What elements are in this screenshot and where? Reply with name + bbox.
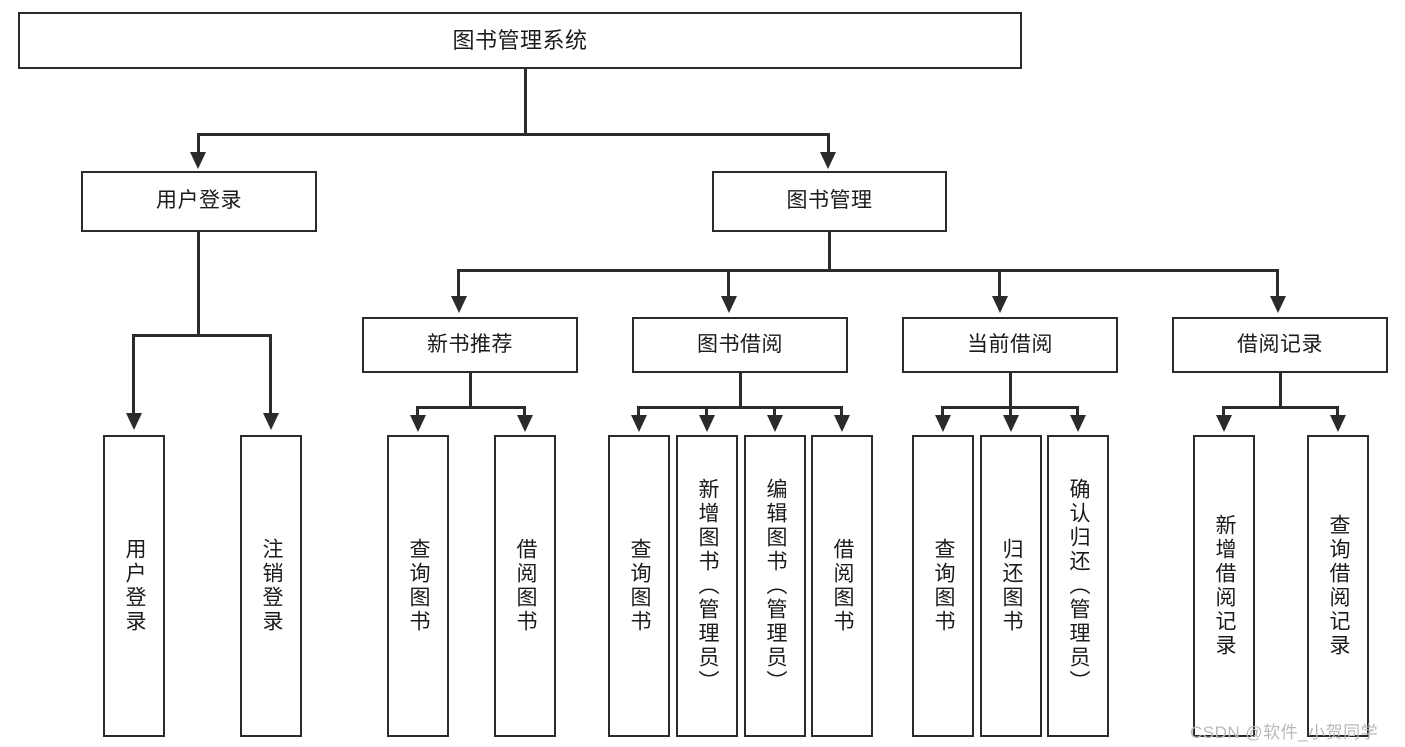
connector-bb-drop-3 (773, 406, 776, 418)
connector-root-stem (524, 69, 527, 135)
arrowhead-leaf-query-book-2 (631, 415, 647, 432)
node-label: 借阅记录 (1237, 332, 1323, 356)
node-label: 查询图书 (628, 538, 652, 634)
node-label: 查询图书 (407, 538, 431, 634)
connector-root-to-book-management (827, 133, 830, 156)
connector-level2-bus (457, 269, 1279, 272)
arrowhead-leaf-add-record (1216, 415, 1232, 432)
arrowhead-leaf-return-book (1003, 415, 1019, 432)
arrowhead-leaf-add-book (699, 415, 715, 432)
arrowhead-leaf-logout (263, 413, 279, 430)
connector-level2-drop-2 (727, 269, 730, 299)
connector-cb-drop-2 (1009, 406, 1012, 418)
leaf-add-borrow-record[interactable]: 新增借阅记录 (1193, 435, 1255, 737)
arrowhead-leaf-confirm-return (1070, 415, 1086, 432)
arrowhead-leaf-user-login (126, 413, 142, 430)
arrowhead-leaf-query-book-1 (410, 415, 426, 432)
arrowhead-current-borrow (992, 296, 1008, 313)
connector-user-login-drop-2 (269, 334, 272, 416)
leaf-query-borrow-record[interactable]: 查询借阅记录 (1307, 435, 1369, 737)
node-label: 新增图书（管理员） (696, 478, 720, 694)
leaf-add-book-admin[interactable]: 新增图书（管理员） (676, 435, 738, 737)
arrowhead-leaf-query-book-3 (935, 415, 951, 432)
node-label: 图书管理 (786, 189, 873, 213)
arrowhead-new-book-recommend (451, 296, 467, 313)
leaf-borrow-book-recommend[interactable]: 借阅图书 (494, 435, 556, 737)
node-user-login[interactable]: 用户登录 (81, 171, 317, 232)
node-label: 新书推荐 (427, 332, 513, 356)
arrowhead-book-borrow (721, 296, 737, 313)
leaf-query-book-recommend[interactable]: 查询图书 (387, 435, 449, 737)
connector-bb-drop-2 (705, 406, 708, 418)
connector-book-management-stem (828, 232, 831, 272)
leaf-user-login[interactable]: 用户登录 (103, 435, 165, 737)
node-label: 编辑图书（管理员） (764, 478, 788, 694)
leaf-confirm-return-admin[interactable]: 确认归还（管理员） (1047, 435, 1109, 737)
arrowhead-leaf-edit-book (767, 415, 783, 432)
leaf-query-book-borrow[interactable]: 查询图书 (608, 435, 670, 737)
connector-nbr-drop-2 (523, 406, 526, 418)
connector-level2-drop-4 (1276, 269, 1279, 299)
leaf-edit-book-admin[interactable]: 编辑图书（管理员） (744, 435, 806, 737)
arrowhead-leaf-borrow-book-2 (834, 415, 850, 432)
connector-borrow-record-stem (1279, 373, 1282, 409)
leaf-borrow-book[interactable]: 借阅图书 (811, 435, 873, 737)
connector-root-bus (197, 133, 830, 136)
node-book-management-system[interactable]: 图书管理系统 (18, 12, 1022, 69)
node-label: 图书管理系统 (452, 27, 588, 53)
node-label: 查询借阅记录 (1327, 514, 1351, 658)
connector-br-drop-2 (1336, 406, 1339, 418)
arrowhead-leaf-borrow-book-1 (517, 415, 533, 432)
leaf-logout[interactable]: 注销登录 (240, 435, 302, 737)
node-label: 借阅图书 (514, 538, 538, 634)
connector-br-drop-1 (1222, 406, 1225, 418)
connector-nbr-drop-1 (416, 406, 419, 418)
node-book-management[interactable]: 图书管理 (712, 171, 947, 232)
connector-book-borrow-bus (637, 406, 841, 409)
arrowhead-user-login (190, 152, 206, 169)
node-label: 新增借阅记录 (1213, 514, 1237, 658)
node-label: 借阅图书 (831, 538, 855, 634)
node-label: 图书借阅 (697, 332, 783, 356)
node-label: 归还图书 (1000, 538, 1024, 634)
node-book-borrow[interactable]: 图书借阅 (632, 317, 848, 373)
connector-user-login-stem (197, 232, 200, 336)
node-label: 注销登录 (260, 538, 284, 634)
connector-cb-drop-1 (941, 406, 944, 418)
node-label: 用户登录 (123, 538, 147, 634)
arrowhead-leaf-query-record (1330, 415, 1346, 432)
connector-user-login-drop-1 (132, 334, 135, 416)
connector-cb-drop-3 (1076, 406, 1079, 418)
node-current-borrow[interactable]: 当前借阅 (902, 317, 1118, 373)
connector-level2-drop-1 (457, 269, 460, 299)
leaf-return-book[interactable]: 归还图书 (980, 435, 1042, 737)
leaf-query-book-current[interactable]: 查询图书 (912, 435, 974, 737)
node-label: 当前借阅 (967, 332, 1053, 356)
connector-level2-drop-3 (998, 269, 1001, 299)
connector-root-to-user-login (197, 133, 200, 156)
connector-borrow-record-bus (1222, 406, 1339, 409)
node-borrow-record[interactable]: 借阅记录 (1172, 317, 1388, 373)
node-label: 确认归还（管理员） (1067, 478, 1091, 694)
node-label: 用户登录 (156, 189, 242, 213)
arrowhead-book-management (820, 152, 836, 169)
connector-current-borrow-stem (1009, 373, 1012, 409)
connector-user-login-bus (132, 334, 272, 337)
node-new-book-recommend[interactable]: 新书推荐 (362, 317, 578, 373)
connector-bb-drop-4 (840, 406, 843, 418)
connector-new-book-recommend-bus (416, 406, 526, 409)
node-label: 查询图书 (932, 538, 956, 634)
connector-book-borrow-stem (739, 373, 742, 409)
arrowhead-borrow-record (1270, 296, 1286, 313)
connector-bb-drop-1 (637, 406, 640, 418)
connector-new-book-recommend-stem (469, 373, 472, 409)
